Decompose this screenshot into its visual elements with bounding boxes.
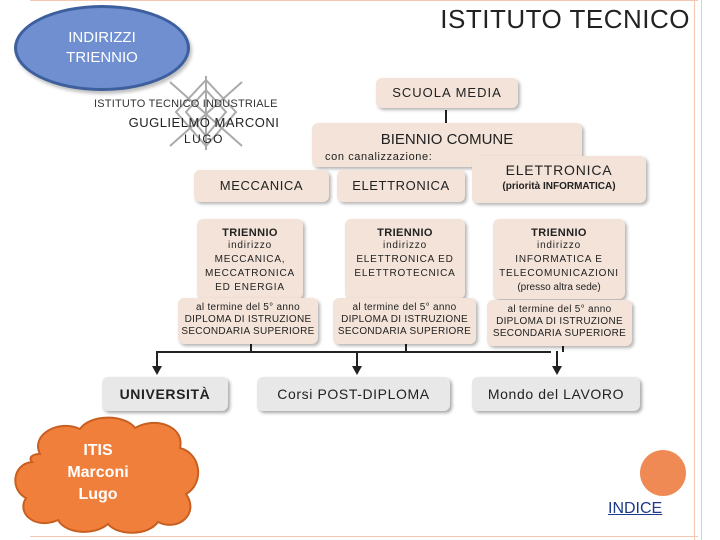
elettronica-informatica-box: ELETTRONICA (priorità INFORMATICA) <box>472 156 646 203</box>
connector-media-biennio <box>445 110 447 124</box>
frame-line-top <box>30 0 698 1</box>
diploma-right-line1: al termine del 5° anno <box>507 304 612 315</box>
cloud-line-2: Marconi <box>67 464 129 481</box>
elettronica-label: ELETTRONICA <box>352 178 450 193</box>
scuola-media-label: SCUOLA MEDIA <box>392 85 502 100</box>
arrow-post-diploma-icon <box>352 366 362 375</box>
frame-line-right-2 <box>701 0 702 540</box>
connector-drop-lavoro <box>556 351 558 367</box>
diploma-box-left: al termine del 5° anno DIPLOMA DI ISTRUZ… <box>178 298 318 344</box>
diploma-box-center: al termine del 5° anno DIPLOMA DI ISTRUZ… <box>333 298 476 344</box>
universita-box: UNIVERSITÀ <box>102 377 228 411</box>
triennio-elettronica-line2: ELETTRONICA ED <box>356 254 454 265</box>
triennio-informatica-line4: (presso altra sede) <box>517 282 601 293</box>
diploma-left-line1: al termine del 5° anno <box>196 302 300 313</box>
decorative-circle <box>640 450 686 496</box>
post-diploma-label: Corsi POST-DIPLOMA <box>277 386 430 402</box>
frame-line-bottom <box>30 536 698 537</box>
universita-label: UNIVERSITÀ <box>119 386 211 402</box>
triennio-elettronica-line3: ELETTROTECNICA <box>354 268 456 279</box>
diploma-left-line3: SECONDARIA SUPERIORE <box>181 326 315 337</box>
lavoro-label: Mondo del LAVORO <box>487 386 625 402</box>
diploma-center-line3: SECONDARIA SUPERIORE <box>337 326 472 337</box>
priorita-informatica-label: (priorità INFORMATICA) <box>502 181 616 192</box>
triennio-informatica-line3: TELECOMUNICAZIONI <box>499 268 619 279</box>
logo-line-3: LUGO <box>183 132 224 146</box>
connector-bus <box>156 351 551 353</box>
scuola-media-box: SCUOLA MEDIA <box>376 78 518 108</box>
connector-diploma-center <box>405 343 407 352</box>
connector-diploma-left <box>250 343 252 352</box>
lavoro-box: Mondo del LAVORO <box>472 377 640 411</box>
diploma-center-line1: al termine del 5° anno <box>352 302 457 313</box>
triennio-informatica-line1: indirizzo <box>537 240 581 251</box>
elettronica-informatica-label: ELETTRONICA <box>505 162 613 178</box>
diploma-left-line2: DIPLOMA DI ISTRUZIONE <box>184 314 312 325</box>
triennio-elettronica-head: TRIENNIO <box>377 227 433 239</box>
triennio-informatica-box: TRIENNIO indirizzo INFORMATICA E TELECOM… <box>493 219 625 299</box>
indice-link[interactable]: INDICE <box>608 500 663 517</box>
triennio-meccanica-box: TRIENNIO indirizzo MECCANICA, MECCATRONI… <box>197 219 303 299</box>
triennio-meccanica-line3: MECCATRONICA <box>205 268 295 279</box>
triennio-informatica-head: TRIENNIO <box>531 227 587 239</box>
meccanica-box: MECCANICA <box>194 170 329 202</box>
meccanica-label: MECCANICA <box>219 178 304 193</box>
arrow-lavoro-icon <box>552 366 562 375</box>
triennio-elettronica-line1: indirizzo <box>383 240 427 251</box>
indirizzi-triennio-badge: INDIRIZZI TRIENNIO <box>14 5 190 91</box>
diploma-right-line3: SECONDARIA SUPERIORE <box>492 328 627 339</box>
diploma-box-right: al termine del 5° anno DIPLOMA DI ISTRUZ… <box>487 300 632 346</box>
page-title: ISTITUTO TECNICO <box>440 4 690 34</box>
school-emblem-icon <box>169 76 243 150</box>
school-logo: ISTITUTO TECNICO INDUSTRIALE GUGLIELMO M… <box>94 74 314 152</box>
badge-line-2: TRIENNIO <box>66 49 138 66</box>
cloud-line-1: ITIS <box>83 442 113 459</box>
canalizzazione-label: con canalizzazione: <box>325 151 433 163</box>
triennio-meccanica-line4: ED ENERGIA <box>215 282 285 293</box>
logo-line-1: ISTITUTO TECNICO INDUSTRIALE <box>94 98 278 110</box>
logo-line-2: GUGLIELMO MARCONI <box>128 115 280 130</box>
triennio-elettronica-box: TRIENNIO indirizzo ELETTRONICA ED ELETTR… <box>345 219 465 299</box>
biennio-comune-label: BIENNIO COMUNE <box>380 131 514 148</box>
cloud-line-3: Lugo <box>78 486 118 503</box>
triennio-meccanica-line1: indirizzo <box>228 240 272 251</box>
frame-line-right-1 <box>694 0 695 540</box>
badge-line-1: INDIRIZZI <box>68 29 136 46</box>
connector-diploma-right <box>562 343 564 352</box>
connector-drop-post-diploma <box>356 351 358 367</box>
elettronica-box: ELETTRONICA <box>337 170 465 202</box>
triennio-meccanica-head: TRIENNIO <box>222 227 278 239</box>
diploma-center-line2: DIPLOMA DI ISTRUZIONE <box>341 314 468 325</box>
diploma-right-line2: DIPLOMA DI ISTRUZIONE <box>496 316 623 327</box>
post-diploma-box: Corsi POST-DIPLOMA <box>257 377 450 411</box>
triennio-informatica-line2: INFORMATICA E <box>515 254 603 265</box>
triennio-meccanica-line2: MECCANICA, <box>214 254 286 265</box>
connector-drop-universita <box>156 351 158 367</box>
cloud-shape-icon <box>14 416 200 534</box>
cloud-label: ITIS Marconi Lugo <box>10 440 186 506</box>
arrow-universita-icon <box>152 366 162 375</box>
